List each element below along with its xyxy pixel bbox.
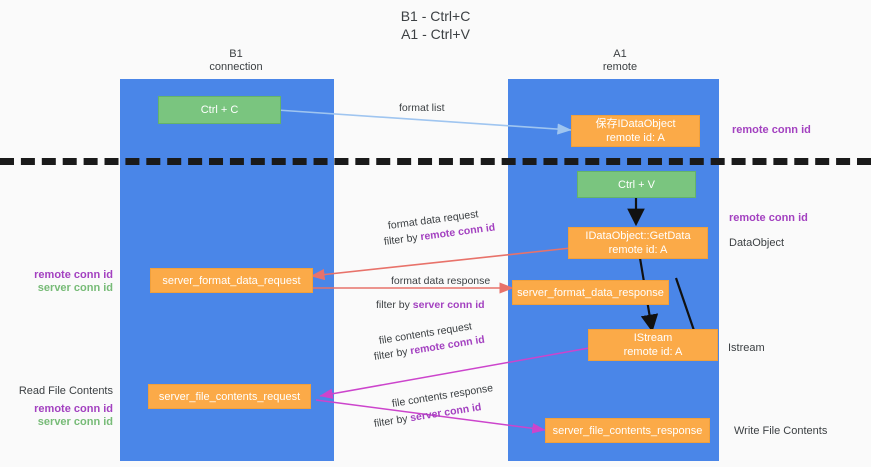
filter-prefix: filter by bbox=[376, 299, 413, 311]
lane-header-a1: A1 remote bbox=[602, 48, 638, 73]
edge-label-format-data-response: format data response bbox=[391, 275, 491, 287]
node-server-format-data-request[interactable]: server_format_data_request bbox=[150, 268, 313, 293]
annotation-left-remote-conn-id-mid: remote conn id bbox=[34, 269, 113, 281]
annotation-read-file-contents: Read File Contents bbox=[18, 385, 113, 397]
filter-key-server-conn-id: server conn id bbox=[412, 299, 485, 311]
node-server-format-data-response[interactable]: server_format_data_response bbox=[512, 280, 669, 305]
node-server-file-contents-response[interactable]: server_file_contents_response bbox=[545, 418, 710, 443]
lane-header-b1: B1 connection bbox=[209, 48, 263, 73]
node-ctrl-c[interactable]: Ctrl + C bbox=[158, 96, 281, 124]
node-ctrl-v[interactable]: Ctrl + V bbox=[577, 171, 696, 198]
filter-prefix: filter by bbox=[373, 412, 412, 430]
page-title: B1 - Ctrl+C A1 - Ctrl+V bbox=[400, 8, 471, 42]
edge-label-format-data-response-filter: filter by server conn id bbox=[376, 298, 485, 312]
annotation-left-remote-conn-id-bottom: remote conn id bbox=[34, 403, 113, 415]
node-idataobject-getdata[interactable]: IDataObject::GetData remote id: A bbox=[568, 227, 708, 259]
phase-divider bbox=[0, 158, 871, 165]
filter-prefix: filter by bbox=[383, 231, 422, 248]
node-server-file-contents-request[interactable]: server_file_contents_request bbox=[148, 384, 311, 409]
node-store-idataobject[interactable]: 保存IDataObject remote id: A bbox=[571, 115, 700, 147]
filter-prefix: filter by bbox=[373, 345, 412, 363]
annotation-left-server-conn-id-mid: server conn id bbox=[37, 282, 113, 294]
annotation-dataobject: DataObject bbox=[729, 237, 785, 249]
edge-label-format-list: format list bbox=[399, 102, 445, 114]
annotation-write-file-contents: Write File Contents bbox=[734, 425, 828, 437]
annotation-left-server-conn-id-bottom: server conn id bbox=[37, 416, 113, 428]
annotation-right-remote-conn-id-mid: remote conn id bbox=[729, 212, 808, 224]
annotation-istream: Istream bbox=[728, 342, 765, 354]
annotation-right-remote-conn-id-top: remote conn id bbox=[732, 124, 811, 136]
node-istream[interactable]: IStream remote id: A bbox=[588, 329, 718, 361]
